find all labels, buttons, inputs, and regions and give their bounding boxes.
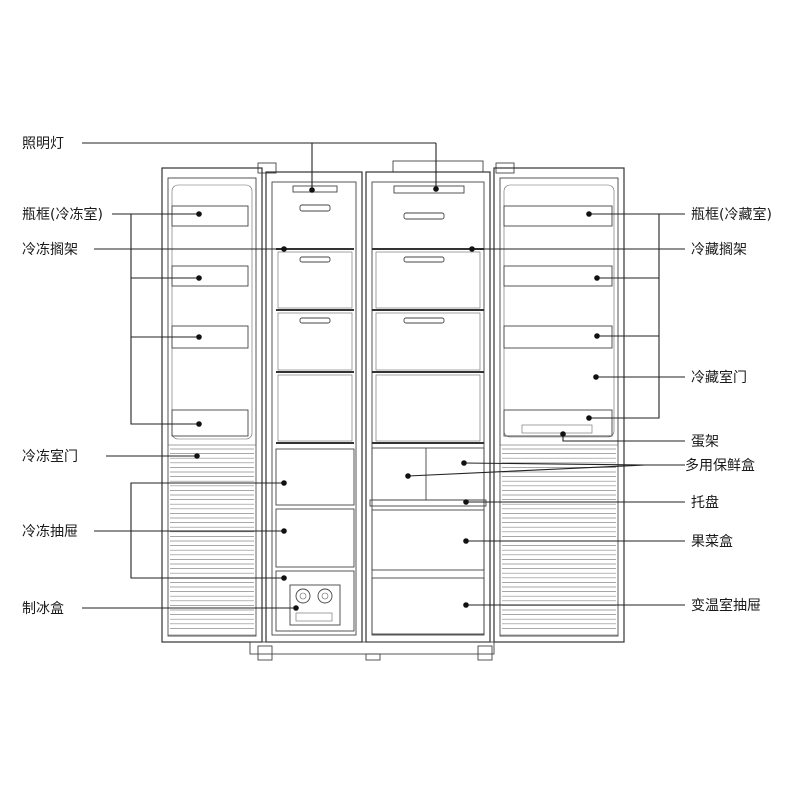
grille-left [170,448,254,629]
label-ice-box: 制冰盒 [22,600,64,617]
freezer-cabinet [265,171,363,643]
label-freezer-door: 冷冻室门 [22,448,78,465]
center-top-hinge [392,160,484,173]
label-fridge-shelf: 冷藏搁架 [691,242,747,258]
label-tray: 托盘 [691,494,719,511]
label-crisper: 果菜盒 [691,533,733,550]
label-multi-fresh-box: 多用保鲜盒 [685,457,755,474]
freezer-door-panel [161,167,263,643]
label-egg-rack: 蛋架 [691,434,719,450]
refrigerator-drawing [161,160,625,661]
fridge-door-panel [493,167,625,643]
base-frame [249,641,495,655]
fridge-cabinet [365,171,491,643]
label-variable-temp-drawer: 变温室抽屉 [691,597,761,614]
leader-lines [82,142,685,611]
label-fridge-door: 冷藏室门 [691,369,747,386]
grille-right [502,448,616,629]
label-freezer-drawer: 冷冻抽屉 [22,523,78,540]
label-bottle-rack-freezer: 瓶框(冷冻室) [22,206,103,223]
labels-right: 瓶框(冷藏室) 冷藏搁架 冷藏室门 蛋架 多用保鲜盒 托盘 果菜盒 变温室抽屉 [685,206,772,614]
label-bottle-rack-fridge: 瓶框(冷藏室) [691,206,772,223]
labels-left: 照明灯 瓶框(冷冻室) 冷冻搁架 冷冻室门 冷冻抽屉 制冰盒 [22,136,103,617]
label-lighting: 照明灯 [22,136,64,152]
label-freezer-shelf: 冷冻搁架 [22,241,78,258]
